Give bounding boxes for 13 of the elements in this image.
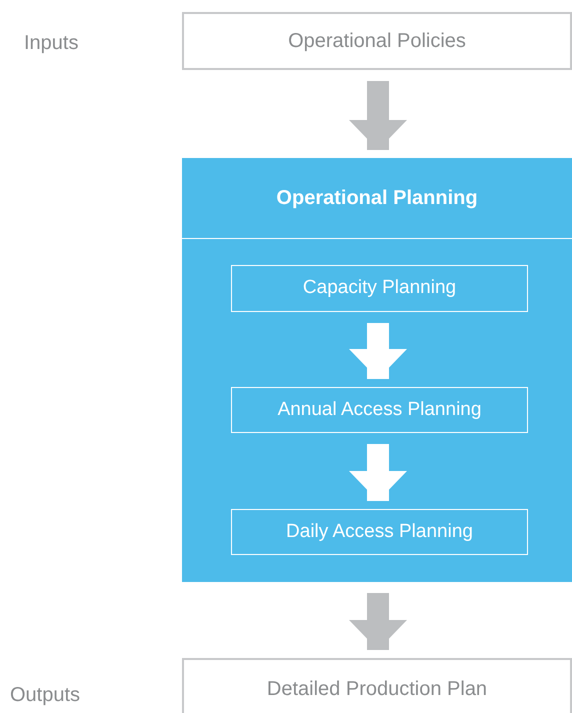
process-box: Annual Access Planning xyxy=(231,387,528,433)
block-arrow xyxy=(349,444,407,501)
section-label: Outputs xyxy=(10,683,80,708)
process-box: Detailed Production Plan xyxy=(182,658,572,713)
process-box: Daily Access Planning xyxy=(231,509,528,555)
block-arrow xyxy=(349,323,407,379)
block-arrow xyxy=(349,81,407,150)
section-label: Inputs xyxy=(24,31,78,56)
process-box: Operational Policies xyxy=(182,12,572,70)
block-arrow xyxy=(349,593,407,650)
process-box: Capacity Planning xyxy=(231,265,528,312)
process-panel xyxy=(182,158,572,582)
panel-heading: Operational Planning xyxy=(276,186,478,211)
